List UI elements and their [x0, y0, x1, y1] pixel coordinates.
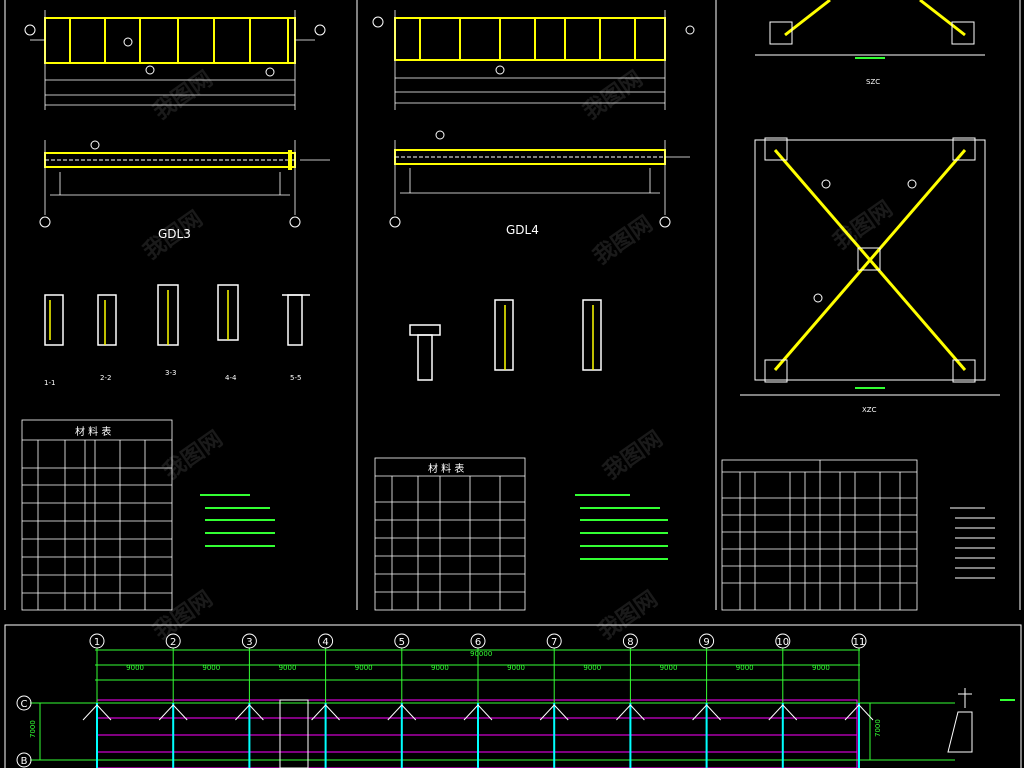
gdl3-title: GDL3	[158, 227, 191, 241]
plan-span-label: 9000	[202, 664, 220, 672]
brace-xzc: XZC	[740, 137, 1000, 414]
szc-title: SZC	[866, 78, 880, 86]
table-2-title: 材 料 表	[428, 462, 464, 475]
plan-axis-10: 10	[768, 633, 798, 768]
plan-span-label: 9000	[812, 664, 830, 672]
svg-text:我图网: 我图网	[159, 427, 227, 485]
plan-total-dimension: 90000	[470, 650, 492, 658]
section-3-3: 3-3	[165, 369, 176, 377]
plan-axis-1: 1	[82, 633, 112, 768]
table-1-title: 材 料 表	[75, 425, 111, 438]
plan-axis-11: 11	[844, 633, 874, 768]
plan-row-bubble	[16, 695, 32, 711]
notes-white-3	[950, 507, 995, 579]
gdl3-sections: 1-1 2-2 3-3 4-4 5-5	[44, 284, 310, 387]
gdl4-sections	[409, 299, 602, 381]
plan-span-label: 9000	[431, 664, 449, 672]
notes-green-2	[575, 494, 668, 560]
section-5-5: 5-5	[290, 374, 301, 382]
right-side-dimension: 7000	[874, 719, 882, 737]
plan-span-group: 9000 9000 9000 9000 9000 9000 9000 9000 9000 9000	[126, 664, 830, 672]
plan-span-label: 9000	[660, 664, 678, 672]
plan-axis-label: 11	[853, 637, 866, 648]
gdl4-elevation: GDL4	[372, 10, 695, 237]
left-side-dimension: 7000	[29, 720, 37, 738]
plan-span-label: 9000	[355, 664, 373, 672]
svg-text:我图网: 我图网	[149, 587, 217, 645]
plan-axis-label: 3	[246, 637, 252, 648]
plan-axis-7: 7	[539, 633, 569, 768]
section-2-2: 2-2	[100, 374, 111, 382]
material-table-2	[374, 457, 526, 611]
material-table-1	[21, 419, 173, 611]
plan-span-label: 9000	[736, 664, 754, 672]
plan-row-bubble	[16, 752, 32, 768]
plan-axis-label: 7	[551, 637, 557, 648]
plan-row-group: CB	[16, 695, 32, 768]
plan-span-label: 9000	[126, 664, 144, 672]
section-1-1: 1-1	[44, 379, 55, 387]
svg-text:我图网: 我图网	[149, 67, 217, 125]
plan-axis-label: 6	[475, 637, 481, 648]
plan-axis-label: 4	[322, 637, 328, 648]
gdl3-elevation: GDL3	[24, 10, 330, 241]
panel-frames	[4, 0, 1022, 768]
xzc-title: XZC	[862, 406, 877, 414]
plan-axis-2: 2	[158, 633, 188, 768]
plan-axis-label: 10	[776, 637, 789, 648]
gdl4-title: GDL4	[506, 223, 539, 237]
plan-span-label: 9000	[279, 664, 297, 672]
plan-row-label: B	[21, 756, 28, 767]
brace-szc: SZC	[755, 0, 985, 86]
plan-axis-5: 5	[387, 633, 417, 768]
material-table-3	[721, 459, 918, 611]
plan-span-label: 9000	[583, 664, 601, 672]
plan-axis-6: 6	[463, 633, 493, 768]
svg-text:我图网: 我图网	[139, 207, 207, 265]
svg-text:我图网: 我图网	[589, 212, 657, 270]
plan-row-label: C	[21, 699, 28, 710]
plan-axis-label: 1	[94, 637, 100, 648]
plan-axis-4: 4	[311, 633, 340, 768]
notes-green-1	[200, 494, 275, 547]
plan-axis-label: 5	[399, 637, 405, 648]
plan-axis-group: 1 2 3 4 5 6 7 8 9 10 11	[82, 633, 874, 768]
svg-text:我图网: 我图网	[599, 427, 667, 485]
plan-span-label: 9000	[507, 664, 525, 672]
plan-axis-8: 8	[616, 633, 645, 768]
plan-axis-3: 3	[235, 633, 264, 768]
plan-axis-label: 9	[703, 637, 709, 648]
svg-text:我图网: 我图网	[579, 67, 647, 125]
section-4-4: 4-4	[225, 374, 237, 382]
plan-axis-label: 2	[170, 637, 176, 648]
plan-axis-label: 8	[627, 637, 633, 648]
plan-axis-9: 9	[692, 633, 721, 768]
